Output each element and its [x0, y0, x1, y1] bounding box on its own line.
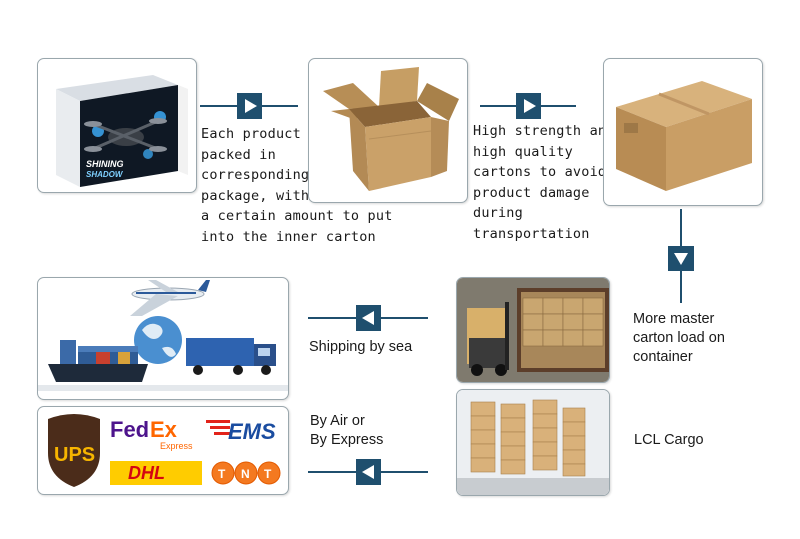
ems-logo: EMS — [228, 419, 276, 444]
carton-step-text: High strength and high quality cartons t… — [473, 123, 614, 242]
sea-step-text: Shipping by sea — [309, 339, 413, 355]
brand-line2: SHADOW — [86, 170, 124, 179]
lcl-cargo-image — [456, 389, 610, 496]
product-box-image: SHINING SHADOW — [37, 58, 197, 193]
ups-logo: UPS — [54, 444, 95, 466]
arrow-left-icon — [308, 305, 428, 331]
pack-step-text: Each product packed in corresponding pac… — [201, 126, 393, 245]
arrow-left-icon — [308, 459, 428, 485]
svg-text:N: N — [241, 467, 250, 481]
fedex-ex: Ex — [150, 417, 178, 442]
fedex-sub: Express — [160, 441, 193, 451]
container-loading-image — [456, 277, 610, 383]
shipping-scene-image — [37, 277, 289, 400]
container-step-text: More master carton load on container — [633, 311, 725, 365]
open-carton-image — [308, 58, 468, 203]
svg-text:T: T — [264, 467, 272, 481]
brand-line1: SHINING — [86, 159, 124, 169]
air-step-text: By Air or By Express — [310, 413, 384, 448]
lcl-step-text: LCL Cargo — [634, 432, 704, 448]
dhl-logo: DHL — [128, 463, 165, 483]
arrow-right-icon — [200, 93, 298, 119]
arrow-down-icon — [668, 209, 694, 303]
courier-logos-image: UPS Fed Ex Express EMS DHL T N T — [37, 406, 289, 495]
closed-carton-image — [603, 58, 763, 206]
arrow-right-icon — [480, 93, 576, 119]
svg-text:T: T — [218, 467, 226, 481]
fedex-fed: Fed — [110, 417, 149, 442]
